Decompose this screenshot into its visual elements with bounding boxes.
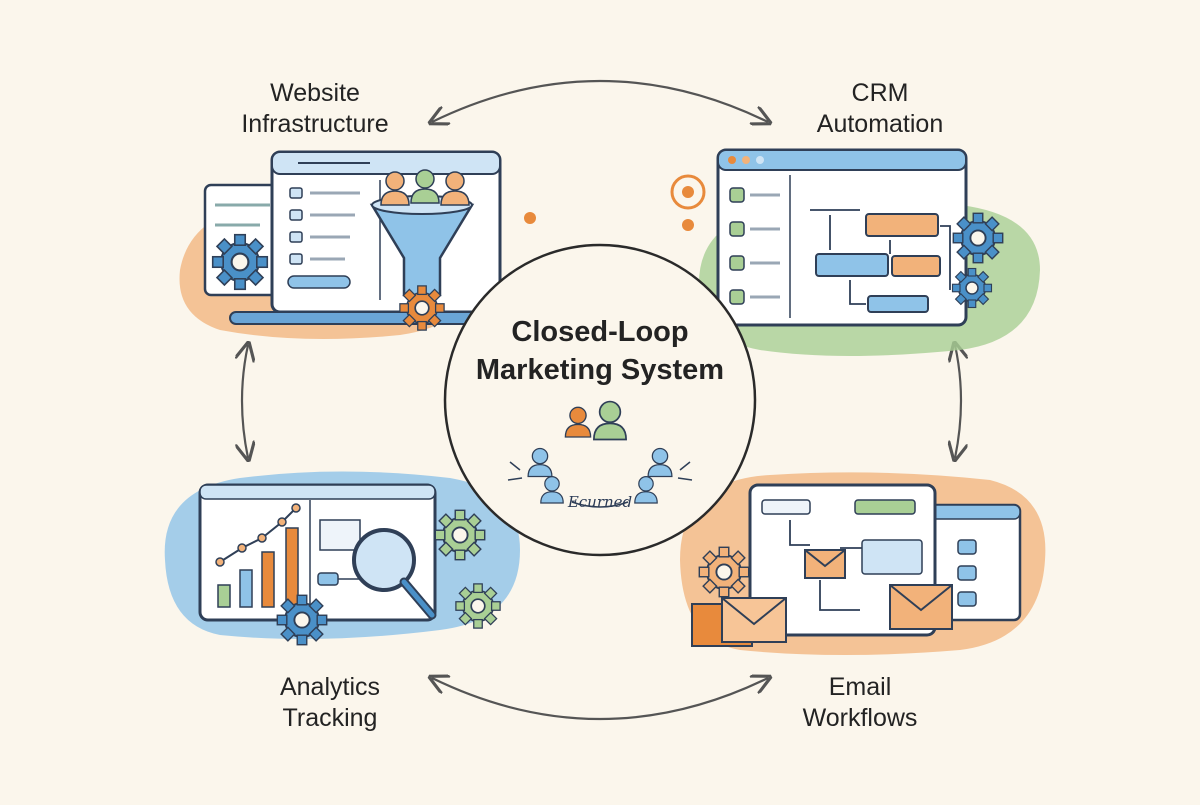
clock-icon xyxy=(670,174,706,210)
center-hub xyxy=(443,243,757,557)
node-label-line: Email xyxy=(828,673,892,701)
arrow-left xyxy=(242,345,248,458)
bar-chart-icon xyxy=(217,527,299,608)
center-title-line: Marketing System xyxy=(475,354,725,386)
gear-icon xyxy=(399,285,445,331)
node-label-analytics-tracking: Analytics Tracking xyxy=(215,672,445,734)
node-label-line: CRM xyxy=(851,79,909,107)
crm-automation-illustration xyxy=(670,148,1040,356)
arrow-right xyxy=(955,345,961,458)
gear-icon xyxy=(952,212,1004,264)
node-label-line: Automation xyxy=(816,110,944,138)
gear-icon xyxy=(211,233,269,291)
arrow-top xyxy=(432,79,768,122)
envelope-icon xyxy=(804,549,846,579)
node-label-website-infrastructure: Website Infrastructure xyxy=(200,78,430,140)
gear-icon xyxy=(455,583,501,629)
loop-arrows xyxy=(242,79,961,721)
envelope-icon xyxy=(889,584,953,630)
center-circle xyxy=(443,243,757,557)
arrow-bottom xyxy=(432,678,768,721)
node-label-line: Infrastructure xyxy=(241,110,389,138)
node-label-line: Tracking xyxy=(282,704,378,732)
envelope-icon xyxy=(691,597,787,647)
node-label-crm-automation: CRM Automation xyxy=(780,78,980,140)
center-title: Closed-Loop Marketing System xyxy=(450,313,750,389)
email-workflows-illustration xyxy=(680,472,1046,655)
gear-icon xyxy=(698,546,750,598)
center-title-line: Closed-Loop xyxy=(511,316,689,348)
analytics-tracking-illustration xyxy=(164,471,521,646)
node-label-line: Workflows xyxy=(802,704,918,732)
center-caption: Ecurned xyxy=(567,493,633,511)
gear-icon xyxy=(434,509,486,561)
node-label-email-workflows: Email Workflows xyxy=(760,672,960,734)
magnifier-icon xyxy=(352,528,437,620)
node-label-line: Website xyxy=(270,79,360,107)
node-label-line: Analytics xyxy=(279,673,381,701)
gear-icon xyxy=(951,267,993,309)
website-infrastructure-illustration xyxy=(179,150,536,339)
gear-icon xyxy=(276,594,328,646)
